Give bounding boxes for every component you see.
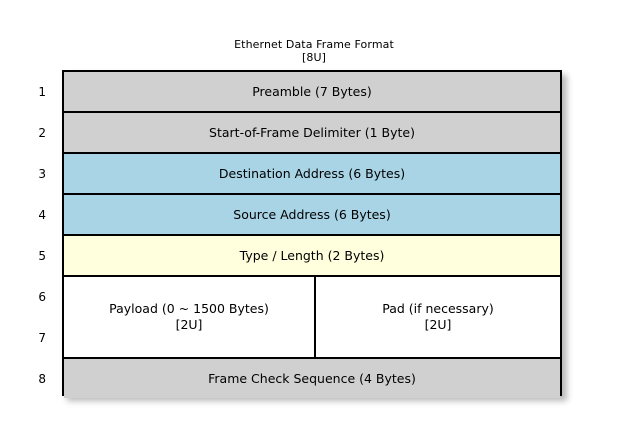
- frame-field-sfd-label: Start-of-Frame Delimiter (1 Byte): [209, 125, 415, 140]
- frame-field-destination-address: Destination Address (6 Bytes): [64, 154, 560, 195]
- frame-field-preamble: Preamble (7 Bytes): [64, 72, 560, 113]
- page-title: Ethernet Data Frame Format: [234, 38, 394, 51]
- frame-field-payload-label: Payload (0 ~ 1500 Bytes): [109, 301, 269, 316]
- frame-field-payload-pad-region: Payload (0 ~ 1500 Bytes) [2U] Pad (if ne…: [64, 277, 560, 359]
- frame-field-payload-note: [2U]: [175, 317, 203, 332]
- frame-field-sfd: Start-of-Frame Delimiter (1 Byte): [64, 113, 560, 154]
- frame-field-type-length: Type / Length (2 Bytes): [64, 236, 560, 277]
- frame-field-pad-label: Pad (if necessary): [382, 301, 494, 316]
- frame-field-preamble-label: Preamble (7 Bytes): [252, 84, 372, 99]
- row-number-2: 2: [38, 126, 46, 140]
- frame-field-pad-note: [2U]: [424, 317, 452, 332]
- row-number-4: 4: [38, 208, 46, 222]
- row-number-5: 5: [38, 249, 46, 263]
- frame-field-pad: Pad (if necessary) [2U]: [316, 277, 560, 357]
- frame-field-source-address-label: Source Address (6 Bytes): [233, 207, 391, 222]
- row-number-gutter: 1 2 3 4 5 6 7 8: [0, 70, 52, 396]
- page-subtitle: [8U]: [301, 51, 327, 64]
- ethernet-frame-diagram: Preamble (7 Bytes) Start-of-Frame Delimi…: [62, 70, 562, 398]
- diagram-title-block: Ethernet Data Frame Format [8U]: [0, 38, 628, 64]
- row-number-8: 8: [38, 372, 46, 386]
- frame-field-destination-address-label: Destination Address (6 Bytes): [218, 166, 406, 181]
- frame-field-type-length-label: Type / Length (2 Bytes): [239, 248, 385, 263]
- row-number-1: 1: [38, 85, 46, 99]
- frame-field-source-address: Source Address (6 Bytes): [64, 195, 560, 236]
- row-number-7: 7: [38, 331, 46, 345]
- frame-field-payload: Payload (0 ~ 1500 Bytes) [2U]: [64, 277, 316, 357]
- row-number-3: 3: [38, 167, 46, 181]
- row-number-6: 6: [38, 290, 46, 304]
- frame-field-frame-check-sequence-label: Frame Check Sequence (4 Bytes): [208, 371, 416, 386]
- frame-field-frame-check-sequence: Frame Check Sequence (4 Bytes): [64, 359, 560, 398]
